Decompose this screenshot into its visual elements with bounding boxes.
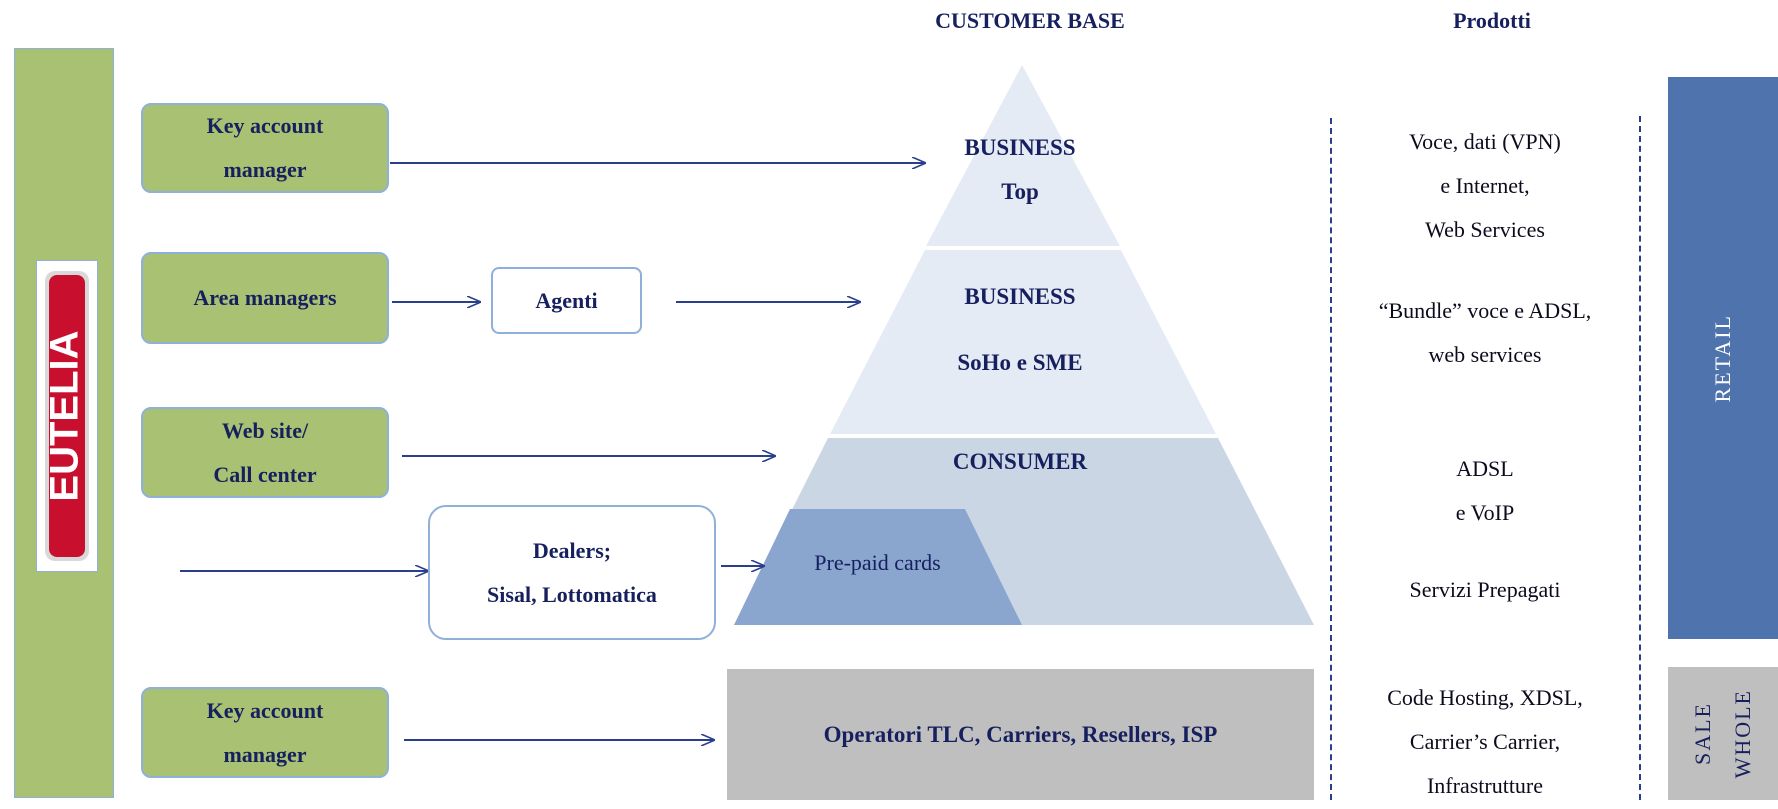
product-line: Carrier’s Carrier,	[1409, 729, 1561, 754]
pyramid-tier-prepaid	[734, 509, 1022, 625]
product-line: ADSL	[1456, 456, 1514, 481]
channel-line: Key account	[206, 113, 324, 138]
segment-line: Top	[1001, 179, 1039, 204]
products-divider-right	[1639, 116, 1641, 800]
products-divider-left	[1330, 118, 1332, 800]
channel-line: Sisal, Lottomatica	[487, 581, 657, 607]
channel-key-account-bottom: Key account manager	[141, 687, 389, 778]
segment-line: BUSINESS	[964, 135, 1076, 160]
channel-web-site: Web site/ Call center	[141, 407, 389, 498]
channel-agenti: Agenti	[491, 267, 642, 334]
channel-area-managers: Area managers	[141, 252, 389, 344]
segment-wholesale-operators: Operatori TLC, Carriers, Resellers, ISP	[727, 669, 1314, 800]
prodotti-heading: Prodotti	[1453, 8, 1531, 33]
eutelia-logo-icon: EUTELIA	[43, 271, 89, 561]
segment-line: CONSUMER	[952, 449, 1088, 474]
pyramid-tier-business-sme	[830, 250, 1216, 434]
channel-line: Web site/	[221, 417, 309, 443]
segment-consumer: CONSUMER	[920, 440, 1120, 484]
channel-line: Key account	[206, 697, 324, 723]
channel-line: Agenti	[535, 287, 598, 313]
segment-prepaid: Pre-paid cards	[814, 550, 941, 575]
product-line: e Internet,	[1440, 173, 1530, 198]
retail-label: RETAIL	[1710, 313, 1735, 403]
products-prepaid: Servizi Prepagati	[1335, 568, 1635, 612]
segment-line: SoHo e SME	[957, 350, 1083, 375]
channel-key-account-top: Key account manager	[141, 103, 389, 193]
channel-line: manager	[223, 157, 307, 182]
product-line: Infrastrutture	[1426, 773, 1544, 798]
wholesale-bar: SALE WHOLE	[1668, 667, 1778, 800]
channel-line: manager	[223, 741, 307, 767]
products-consumer: ADSL e VoIP	[1335, 447, 1635, 535]
pyramid-tier-business-top	[926, 65, 1120, 246]
product-line: “Bundle” voce e ADSL,	[1378, 298, 1592, 323]
products-wholesale: Code Hosting, XDSL, Carrier’s Carrier, I…	[1335, 676, 1635, 808]
eutelia-logo: EUTELIA	[36, 260, 98, 572]
segment-line: BUSINESS	[964, 284, 1076, 309]
segment-business-sme: BUSINESS SoHo e SME	[900, 275, 1140, 385]
products-business-top: Voce, dati (VPN) e Internet, Web Service…	[1335, 120, 1635, 252]
retail-bar: RETAIL	[1668, 77, 1778, 639]
wholesale-label-line: WHOLE	[1730, 688, 1755, 779]
product-line: Code Hosting, XDSL,	[1387, 685, 1583, 710]
channel-line: Area managers	[193, 285, 337, 310]
channel-dealers: Dealers; Sisal, Lottomatica	[428, 505, 716, 640]
segment-business-top: BUSINESS Top	[920, 126, 1120, 214]
channel-line: Call center	[213, 461, 317, 487]
customer-base-heading: CUSTOMER BASE	[935, 8, 1125, 33]
wholesale-label-line: SALE	[1690, 702, 1715, 765]
product-line: Web Services	[1425, 217, 1545, 242]
logo-wordmark: EUTELIA	[43, 330, 87, 501]
products-business-sme: “Bundle” voce e ADSL, web services	[1335, 289, 1635, 377]
product-line: Servizi Prepagati	[1409, 577, 1561, 602]
product-line: Voce, dati (VPN)	[1409, 129, 1561, 154]
product-line: web services	[1428, 342, 1542, 367]
product-line: e VoIP	[1455, 500, 1515, 525]
channel-line: Dealers;	[532, 537, 612, 563]
